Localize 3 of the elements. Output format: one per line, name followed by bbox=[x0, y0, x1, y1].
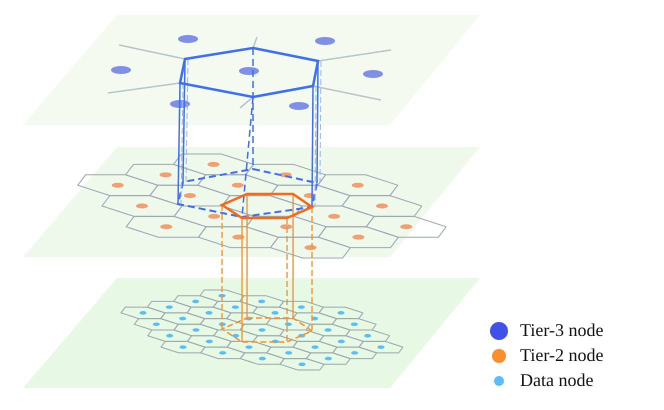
legend-label: Data node bbox=[520, 370, 594, 391]
legend-label: Tier-2 node bbox=[520, 345, 604, 366]
legend-label: Tier-3 node bbox=[520, 320, 604, 341]
